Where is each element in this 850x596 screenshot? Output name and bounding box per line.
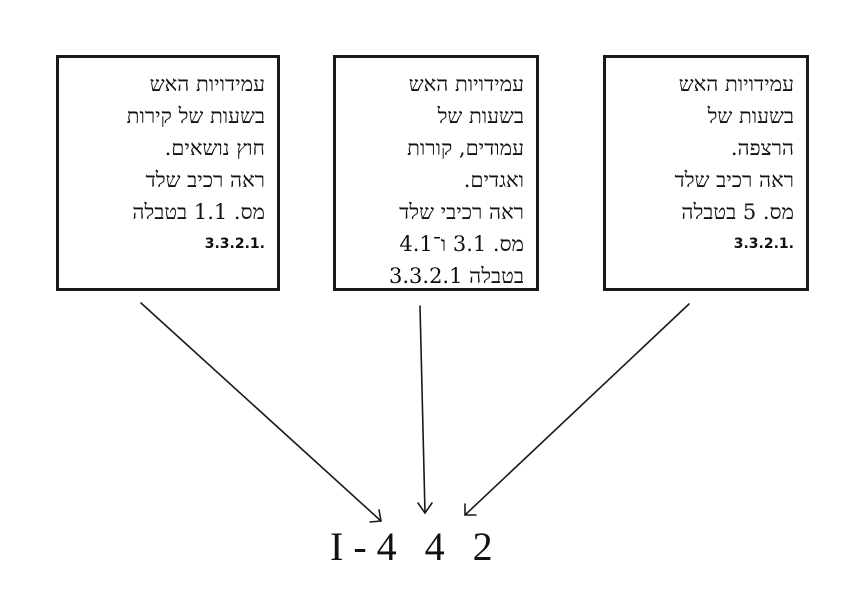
box-text-line: מס. 3.1 ו־4.1 — [399, 232, 524, 256]
box-text-line: עמידויות האש — [408, 72, 524, 96]
box-text-line: עמידויות האש — [149, 72, 265, 96]
box-text-line: ואגדים. — [463, 168, 524, 192]
box-text-line: ראה רכיבי שלד — [399, 200, 524, 224]
arrow-left — [140, 302, 382, 523]
box-text-line: .3.3.2.1 — [733, 236, 794, 252]
code-middle-digit: 4 — [424, 524, 445, 569]
box-text-line: מס. 1.1 בטבלה — [132, 200, 265, 224]
box-text-line: עמידויות האש — [678, 72, 794, 96]
box-exterior-walls: עמידויות האש בשעות של קירות חוץ נושאים. … — [56, 55, 280, 291]
box-columns-beams: עמידויות האש בשעות של עמודים, קורות ואגד… — [333, 55, 539, 291]
box-text-line: בשעות של — [437, 104, 524, 128]
box-text-line: .3.3.2.1 — [204, 236, 265, 252]
box-text-line: ראה רכיב שלד — [145, 168, 265, 192]
arrow-right — [464, 303, 690, 516]
box-text-line: עמודים, קורות — [407, 136, 524, 160]
box-text-line: בשעות של — [707, 104, 794, 128]
code-prefix: I - 4 — [330, 524, 397, 569]
box-text-line: הרצפה. — [730, 136, 794, 160]
fire-rating-code: I - 4 4 2 — [330, 522, 530, 572]
box-text-line: בטבלה 3.3.2.1 — [389, 264, 524, 288]
box-text-line: בשעות של קירות — [126, 104, 265, 128]
box-text-line: מס. 5 בטבלה — [681, 200, 794, 224]
box-floor: עמידויות האש בשעות של הרצפה. ראה רכיב של… — [603, 55, 809, 291]
box-text-line: ראה רכיב שלד — [674, 168, 794, 192]
arrow-middle — [417, 305, 433, 514]
code-last-digit: 2 — [472, 524, 493, 569]
box-text-line: חוץ נושאים. — [164, 136, 265, 160]
